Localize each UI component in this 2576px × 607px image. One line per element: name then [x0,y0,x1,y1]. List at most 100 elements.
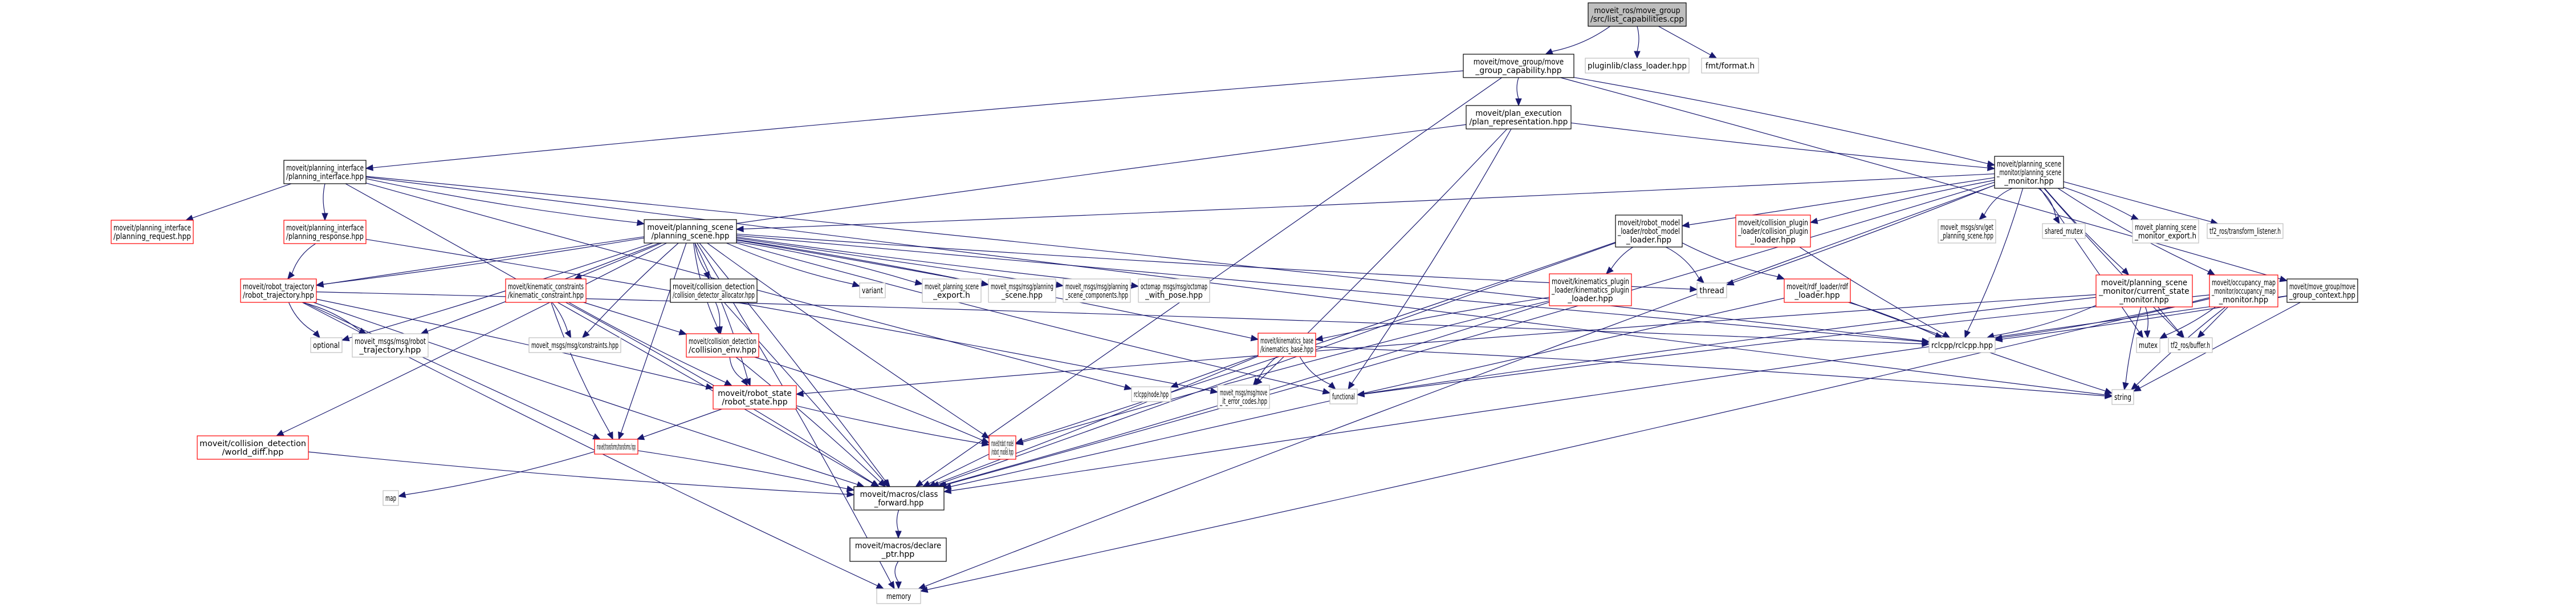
arrowhead-icon [943,487,952,494]
node-planning-scene-monitor[interactable]: moveit/planning_scene_monitor/planning_s… [1994,156,2064,189]
node-label: moveit/planning_scene [2101,278,2187,288]
edge-kinematics-base-to-rclcpp-node [1177,355,1259,385]
node-msg-robot-trajectory[interactable]: moveit_msgs/msg/robot_trajectory.hpp [352,333,429,358]
edge-robot-model-loader-to-rdf-loader [1682,242,1778,277]
node-kinematics-base[interactable]: moveit/kinematics_base/kinematics_base.h… [1258,333,1316,357]
node-move-group-context[interactable]: moveit/move_group/move_group_context.hpp [2286,278,2358,303]
arrowhead-icon [846,485,855,492]
node-label: moveit/collision_plugin [1738,218,1808,228]
node-octomap-with-pose[interactable]: octomap_msgs/msg/octomap_with_pose.hpp [1138,278,1210,303]
node-box [310,337,343,353]
node-class-forward[interactable]: moveit/macros/class_forward.hpp [853,486,945,511]
arrowhead-icon [795,390,804,397]
node-label: /robot_trajectory.hpp [243,291,314,300]
node-optional[interactable]: optional [310,337,343,353]
edge-planning-scene-to-thread [736,233,1691,290]
edge-planning-scene-to-world-diff [282,242,667,434]
node-world-diff[interactable]: moveit/collision_detection/world_diff.hp… [197,435,309,460]
node-thread[interactable]: thread [1696,282,1727,298]
edge-collision-env-to-robot-state [729,357,744,381]
node-robot-trajectory[interactable]: moveit/robot_trajectory/robot_trajectory… [240,278,317,303]
edge-collision-plugin-loader-to-rclcpp [1799,246,1944,335]
node-map[interactable]: map [382,490,399,506]
node-move-it-error-codes[interactable]: moveit_msgs/msg/move_it_error_codes.hpp [1217,385,1270,409]
node-label: pluginlib/class_loader.hpp [1588,62,1687,71]
node-msg-ps-components[interactable]: moveit_msgs/msg/planning_scene_component… [1063,278,1131,303]
node-kinematic-constraint[interactable]: moveit/kinematic_constraints/kinematic_c… [505,278,587,303]
node-label: moveit_msgs/msg/planning [991,282,1053,292]
node-collision-env[interactable]: moveit/collision_detection/collision_env… [686,333,759,358]
node-class-loader[interactable]: pluginlib/class_loader.hpp [1585,58,1690,74]
node-box [1928,337,1996,353]
node-mutex[interactable]: mutex [2136,337,2160,353]
node-memory[interactable]: memory [876,588,921,604]
node-ps-export[interactable]: moveit_planning_scene_export.h [922,278,982,303]
node-functional[interactable]: functional [1329,389,1358,404]
arrowhead-icon [1979,212,1987,220]
node-occupancy-map-monitor[interactable]: moveit/occupancy_map_monitor/occupancy_m… [2209,274,2278,307]
edge-planning-scene-to-functional [736,242,1324,392]
node-transform-listener[interactable]: tf2_ros/transform_listener.h [2207,223,2284,239]
node-planning-interface[interactable]: moveit/planning_interface/planning_inter… [283,160,367,184]
node-box [1701,58,1759,74]
arrowhead-icon [1124,383,1133,391]
node-label: moveit/robot_state [718,389,792,398]
node-msg-planning-scene[interactable]: moveit_msgs/msg/planning_scene.hpp [988,278,1056,303]
node-rclcpp[interactable]: rclcpp/rclcpp.hpp [1928,337,1996,353]
node-rdf-loader[interactable]: moveit/rdf_loader/rdf_loader.hpp [1784,278,1851,303]
arrowhead-icon [2105,392,2113,399]
node-label: mutex [2139,341,2158,350]
edge-rdf-loader-to-rclcpp [1848,302,1936,336]
node-box [1994,156,2064,189]
node-planning-request[interactable]: moveit/planning_interface/planning_reque… [111,220,194,244]
node-declare-ptr[interactable]: moveit/macros/declare_ptr.hpp [849,537,947,562]
node-psm-export[interactable]: moveit_planning_scene_monitor_export.h [2132,219,2199,244]
arrowhead-icon [1942,331,1951,338]
arrowhead-icon [1776,273,1785,280]
node-current-state-monitor[interactable]: moveit/planning_scene_monitor/current_st… [2095,274,2193,307]
node-box [670,278,758,303]
edge-current-state-monitor-to-robot-state [803,294,2097,394]
node-label: functional [1332,392,1355,402]
edge-move-group-capability-to-planning-scene-monitor [1573,77,1988,164]
edge-robot-trajectory-to-optional [288,302,316,333]
node-robot-state[interactable]: moveit/robot_state/robot_state.hpp [713,385,797,410]
edge-planning-scene-to-msg-planning-scene [736,239,982,284]
edge-kinematics-base-to-string [1315,346,2106,396]
node-planning-response[interactable]: moveit/planning_interface/planning_respo… [283,220,367,244]
node-string[interactable]: string [2111,389,2134,405]
node-tf2-buffer[interactable]: tf2_ros/buffer.h [2168,337,2213,353]
node-collision-detector-allocator[interactable]: moveit/collision_detection/collision_det… [670,278,758,303]
edge-plan-representation-to-robot-trajectory [323,124,1467,285]
node-kinematics-plugin-loader[interactable]: moveit/kinematics_plugin_loader/kinemati… [1549,273,1632,306]
edge-kinematics-plugin-loader-to-kinematics-base [1322,297,1550,339]
node-get-planning-scene[interactable]: moveit_msgs/srv/get_planning_scene.hpp [1938,219,1996,244]
node-planning-scene[interactable]: moveit/planning_scene/planning_scene.hpp [644,219,737,244]
edge-planning-scene-monitor-to-class-forward [946,181,1995,485]
node-move-group-capability[interactable]: moveit/move_group/move_group_capability.… [1463,54,1574,78]
node-label: moveit/robot_model [991,439,1014,448]
edge-transforms-to-class-forward [637,450,848,489]
node-label: _monitor/current_state [2098,287,2189,296]
edge-declare-ptr-to-memory [894,561,899,582]
node-transforms[interactable]: moveit/transforms/transforms.hpp [594,439,638,455]
node-collision-plugin-loader[interactable]: moveit/collision_plugin_loader/collision… [1735,215,1811,248]
node-root[interactable]: moveit_ros/move_group/src/list_capabilit… [1588,2,1687,27]
node-rclcpp-node[interactable]: rclcpp/node.hpp [1131,386,1171,402]
node-fmt-format[interactable]: fmt/format.h [1701,58,1759,74]
node-robot-model[interactable]: moveit/robot_model/robot_model.hpp [988,435,1016,460]
node-shared-mutex[interactable]: shared_mutex [2042,223,2086,239]
node-label: fmt/format.h [1706,62,1755,71]
node-plan-representation[interactable]: moveit/plan_execution/plan_representatio… [1466,105,1572,130]
edge-planning-scene-monitor-to-rclcpp [1967,188,2024,332]
node-label: _scene_components.hpp [1065,291,1128,300]
node-label: moveit_msgs/msg/planning [1065,282,1128,292]
arrowhead-icon [1987,164,1996,171]
edge-current-state-monitor-to-tf2-buffer [2157,306,2180,333]
node-robot-model-loader[interactable]: moveit/robot_model_loader/robot_model_lo… [1615,215,1683,248]
node-msg-constraints[interactable]: moveit_msgs/msg/constraints.hpp [528,337,621,353]
node-variant[interactable]: variant [859,282,886,298]
node-label: moveit/planning_interface [113,224,191,233]
node-label: /collision_detector_allocator.hpp [673,291,755,300]
node-box [1588,2,1687,27]
